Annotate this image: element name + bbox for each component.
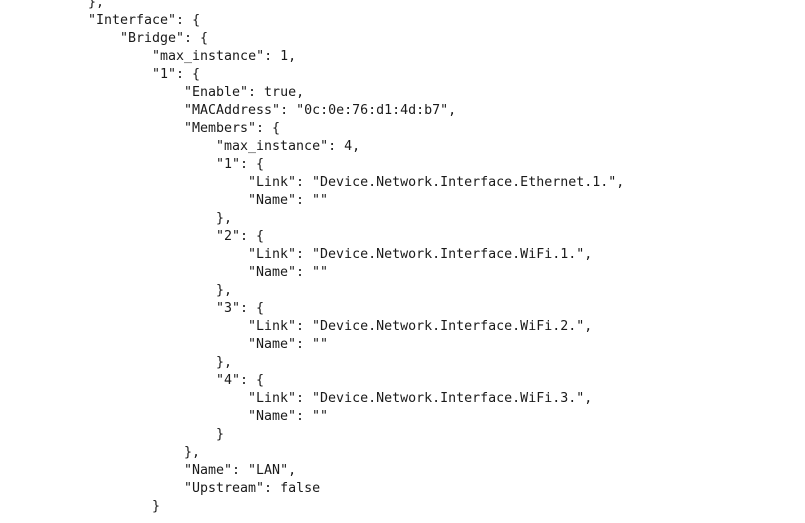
code-line: "1": {: [152, 67, 201, 82]
code-line: "Enable": true,: [184, 85, 305, 100]
code-line: "Members": {: [184, 121, 281, 136]
code-line: "Name": "LAN",: [184, 463, 297, 478]
code-line: },: [216, 211, 233, 226]
code-line: "Link": "Device.Network.Interface.WiFi.3…: [248, 391, 593, 406]
code-line: "2": {: [216, 229, 265, 244]
code-line: },: [88, 0, 105, 10]
code-line: "max_instance": 4,: [216, 139, 361, 154]
code-line: "Link": "Device.Network.Interface.WiFi.1…: [248, 247, 593, 262]
code-line: "Link": "Device.Network.Interface.WiFi.2…: [248, 319, 593, 334]
code-line: }: [216, 427, 225, 442]
code-line: "Interface": {: [88, 13, 201, 28]
code-line: "Name": "": [248, 193, 329, 208]
code-line: "1": {: [216, 157, 265, 172]
code-line: }: [152, 499, 161, 514]
code-line: "4": {: [216, 373, 265, 388]
code-line: "Name": "": [248, 337, 329, 352]
code-line: "MACAddress": "0c:0e:76:d1:4d:b7",: [184, 103, 457, 118]
code-line: "Link": "Device.Network.Interface.Ethern…: [248, 175, 625, 190]
code-line: "3": {: [216, 301, 265, 316]
code-line: },: [216, 355, 233, 370]
code-line: "Name": "": [248, 265, 329, 280]
code-line: "Name": "": [248, 409, 329, 424]
code-line: },: [216, 283, 233, 298]
code-line: "max_instance": 1,: [152, 49, 297, 64]
code-line: "Bridge": {: [120, 31, 209, 46]
code-line: "Upstream": false: [184, 481, 321, 496]
code-line: },: [184, 445, 201, 460]
